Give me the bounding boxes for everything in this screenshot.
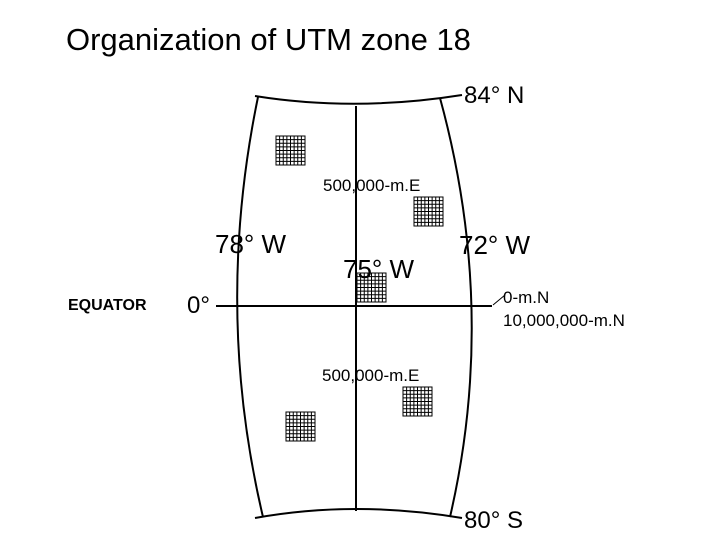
diagram-title: Organization of UTM zone 18 [66, 22, 471, 57]
east-longitude-label: 72° W [459, 230, 531, 260]
south-latitude-label: 80° S [464, 507, 523, 534]
grid-squares [275, 135, 444, 442]
grid-square-3 [356, 272, 387, 303]
northing-leader-line [492, 294, 506, 306]
grid-square-1 [275, 135, 306, 166]
equator-label: EQUATOR [68, 297, 147, 314]
grid-square-2 [413, 196, 444, 227]
grid-square-4 [402, 386, 433, 417]
north-latitude-label: 84° N [464, 82, 525, 109]
grid-square-5 [285, 411, 316, 442]
northing-zero-label: 0-m.N [503, 288, 550, 307]
equator-degree-label: 0° [187, 292, 210, 319]
north-boundary-arc [254, 94, 463, 105]
west-meridian-line [236, 96, 264, 518]
west-longitude-label: 78° W [215, 229, 287, 259]
northing-ten-million-label: 10,000,000-m.N [503, 311, 625, 330]
central-longitude-label: 75° W [343, 254, 415, 284]
false-easting-label-top: 500,000-m.E [323, 176, 421, 195]
south-boundary-arc [254, 508, 463, 519]
false-easting-label-bottom: 500,000-m.E [322, 366, 420, 385]
east-meridian-line [439, 97, 473, 518]
